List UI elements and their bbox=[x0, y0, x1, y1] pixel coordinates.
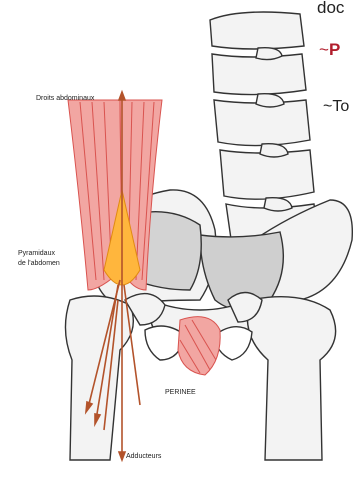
vertebra-3 bbox=[214, 100, 310, 146]
adductor-muscle-body bbox=[178, 317, 220, 375]
vertebra-2 bbox=[212, 54, 306, 95]
femur-right bbox=[247, 297, 335, 460]
spinous-process-2 bbox=[256, 94, 284, 107]
spinous-process-1 bbox=[256, 48, 282, 60]
label-pyramidaux-line1: Pyramidaux bbox=[18, 250, 55, 257]
vertebra-1 bbox=[210, 12, 304, 49]
label-droits-abdominaux: Droits abdominaux bbox=[36, 95, 94, 102]
label-adducteurs: Adducteurs bbox=[126, 453, 161, 460]
label-pyramidaux-line2: de l'abdomen bbox=[18, 260, 60, 267]
femur-left bbox=[65, 296, 133, 460]
spinous-process-3 bbox=[260, 144, 288, 157]
arrow-head-top bbox=[119, 92, 125, 100]
label-perinee: PERINEE bbox=[165, 389, 196, 396]
arrow-head-bottom bbox=[119, 452, 125, 460]
vertebra-4 bbox=[220, 150, 314, 199]
spinous-process-4 bbox=[264, 198, 292, 211]
adductor-muscle bbox=[178, 317, 220, 375]
